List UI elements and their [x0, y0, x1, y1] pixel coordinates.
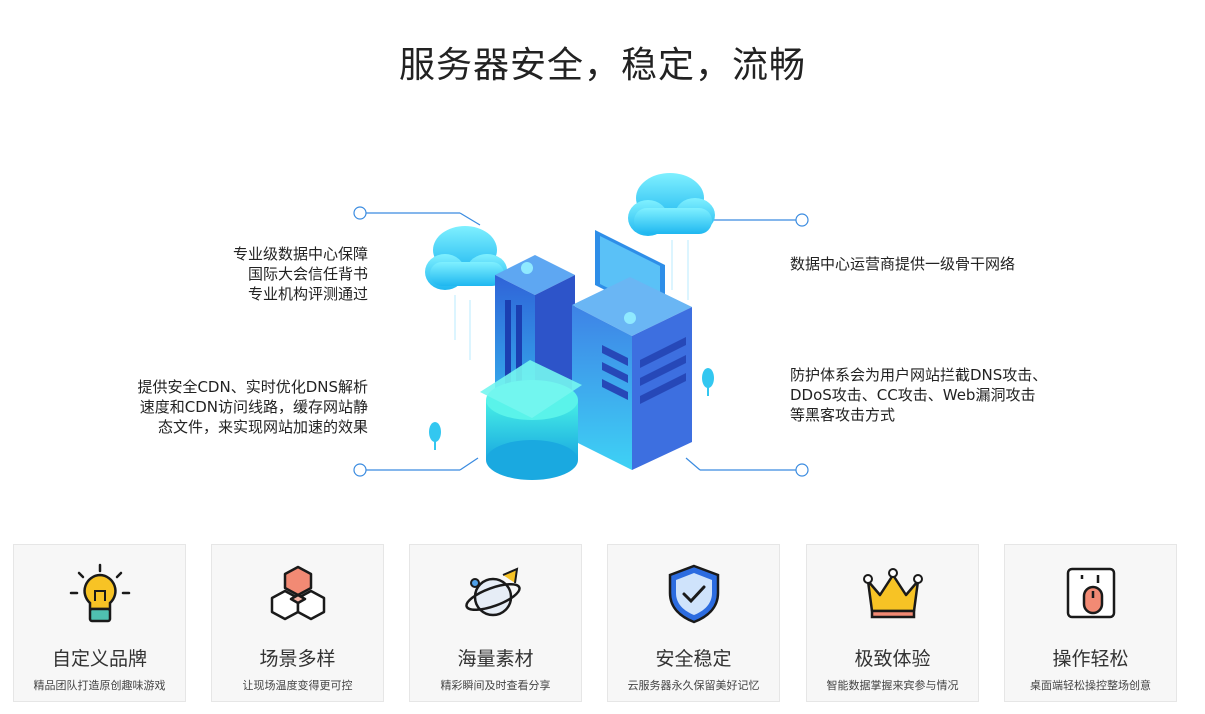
- feature-line: DDoS攻击、CC攻击、Web漏洞攻击: [790, 386, 1036, 404]
- tree-left-icon: [429, 422, 441, 450]
- card-title: 自定义品牌: [51, 648, 147, 670]
- lightbulb-icon: [69, 563, 130, 623]
- card-custom-brand[interactable]: 自定义品牌 精品团队打造原创趣味游戏: [13, 544, 186, 702]
- card-title: 场景多样: [259, 648, 336, 670]
- card-security[interactable]: 安全稳定 云服务器永久保留美好记忆: [607, 544, 780, 702]
- feature-protection: 防护体系会为用户网站拦截DNS攻击、 DDoS攻击、CC攻击、Web漏洞攻击 等…: [790, 365, 1047, 425]
- feature-line: 速度和CDN访问线路，缓存网站静: [139, 398, 368, 416]
- card-subtitle: 让现场温度变得更可控: [242, 679, 353, 692]
- card-subtitle: 智能数据掌握来宾参与情况: [826, 679, 959, 692]
- server-tower-right-icon: [572, 277, 692, 470]
- feature-line: 专业机构评测通过: [247, 285, 368, 303]
- card-materials[interactable]: 海量素材 精彩瞬间及时查看分享: [409, 544, 582, 702]
- cloud-right-icon: [628, 173, 715, 236]
- card-easy-operation[interactable]: 操作轻松 桌面端轻松操控整场创意: [1004, 544, 1177, 702]
- feature-network: 数据中心运营商提供一级骨干网络: [790, 254, 1015, 274]
- crown-icon: [862, 568, 923, 619]
- feature-line: 等黑客攻击方式: [790, 406, 896, 424]
- card-title: 海量素材: [457, 648, 534, 670]
- card-subtitle: 精品团队打造原创趣味游戏: [33, 679, 166, 692]
- feature-line: 国际大会信任背书: [247, 265, 368, 283]
- feature-line: 专业级数据中心保障: [232, 245, 368, 263]
- planet-icon: [464, 567, 521, 617]
- cloud-left-icon: [425, 226, 507, 290]
- card-subtitle: 桌面端轻松操控整场创意: [1030, 679, 1151, 692]
- tree-right-icon: [702, 368, 714, 396]
- card-subtitle: 精彩瞬间及时查看分享: [440, 679, 551, 692]
- card-title: 操作轻松: [1052, 648, 1129, 670]
- server-illustration: [353, 173, 809, 480]
- feature-cdn: 提供安全CDN、实时优化DNS解析 速度和CDN访问线路，缓存网站静 态文件，来…: [137, 377, 368, 437]
- cubes-icon: [270, 565, 325, 621]
- mouse-icon: [1066, 567, 1115, 619]
- feature-cards: 自定义品牌 精品团队打造原创趣味游戏 场景多样 让现场温度变得更可控 海量素材 …: [13, 544, 1178, 704]
- card-scenes[interactable]: 场景多样 让现场温度变得更可控: [211, 544, 384, 702]
- feature-line: 提供安全CDN、实时优化DNS解析: [137, 378, 368, 396]
- card-title: 极致体验: [854, 648, 931, 670]
- feature-line: 防护体系会为用户网站拦截DNS攻击、: [790, 366, 1048, 384]
- page-title: 服务器安全，稳定，流畅: [398, 45, 806, 86]
- card-title: 安全稳定: [655, 648, 732, 670]
- feature-line: 态文件，来实现网站加速的效果: [157, 418, 368, 436]
- card-subtitle: 云服务器永久保留美好记忆: [627, 679, 760, 692]
- database-cylinder-icon: [480, 360, 582, 480]
- card-experience[interactable]: 极致体验 智能数据掌握来宾参与情况: [806, 544, 979, 702]
- feature-datacenter: 专业级数据中心保障 国际大会信任背书 专业机构评测通过: [233, 244, 368, 304]
- feature-line: 数据中心运营商提供一级骨干网络: [790, 255, 1016, 273]
- shield-check-icon: [668, 564, 719, 624]
